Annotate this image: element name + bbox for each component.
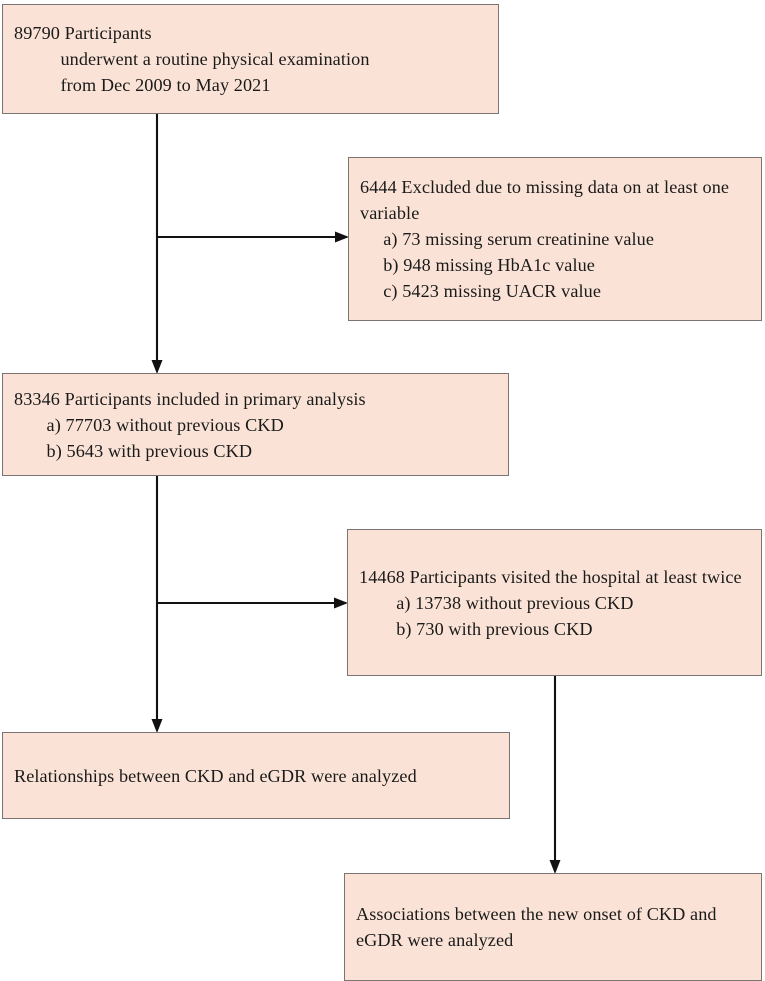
node-excluded-participants: 6444 Excluded due to missing data on at … (348, 157, 762, 321)
node-included-text: 83346 Participants included in primary a… (14, 388, 366, 461)
edge-enrolled-to-included (151, 114, 163, 374)
edge-enrolled-to-excluded (157, 231, 349, 243)
edge-included-to-analysis-1 (151, 476, 163, 733)
node-revisit-text: 14468 Participants visited the hospital … (359, 566, 742, 639)
node-revisit-participants: 14468 Participants visited the hospital … (347, 529, 762, 676)
node-excluded-text: 6444 Excluded due to missing data on at … (360, 177, 730, 301)
node-analysis-relationships: Relationships between CKD and eGDR were … (2, 732, 510, 819)
node-enrolled-text: 89790 Participants underwent a routine p… (14, 23, 370, 95)
node-analysis-associations: Associations between the new onset of CK… (344, 873, 762, 981)
node-enrolled-participants: 89790 Participants underwent a routine p… (2, 4, 499, 114)
node-included-participants: 83346 Participants included in primary a… (2, 373, 509, 476)
edge-revisit-to-analysis-2 (549, 676, 561, 874)
node-analysis-associations-text: Associations between the new onset of CK… (356, 904, 722, 950)
edge-included-to-revisit (157, 597, 348, 609)
node-analysis-relationships-text: Relationships between CKD and eGDR were … (14, 765, 417, 786)
